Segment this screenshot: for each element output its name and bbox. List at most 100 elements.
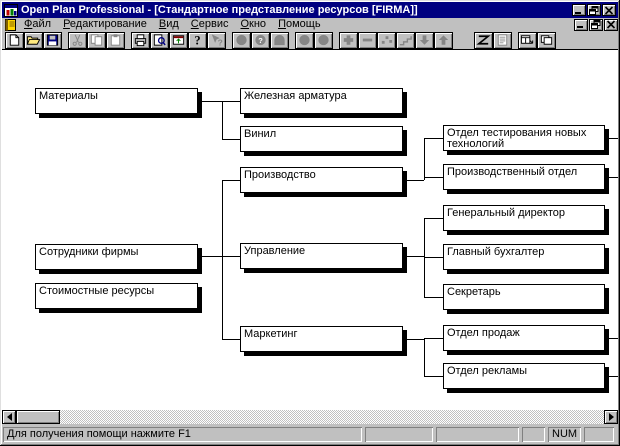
mdi-minimize-button[interactable] [574,18,588,31]
horizontal-scrollbar[interactable] [2,410,618,424]
resource-node-vinyl[interactable]: Винил [240,126,403,152]
menu-file[interactable]: Файл [24,18,52,30]
window-tile-button[interactable] [518,31,537,49]
circle-question-icon: ? [253,33,268,47]
connector-line [222,180,240,181]
menu-window[interactable]: Окно [240,18,267,30]
circle-icon [234,33,249,47]
update-view-button[interactable] [169,31,188,49]
scroll-right-button[interactable] [604,410,618,424]
arrow-down-button[interactable] [415,31,434,49]
save-icon [45,33,60,47]
zigzag-button[interactable] [474,31,493,49]
print-button[interactable] [131,31,150,49]
minimize-button[interactable] [572,4,586,16]
connector-line [403,339,424,340]
menu-help[interactable]: Помощь [278,18,321,30]
circle-button[interactable] [295,31,314,49]
num-lock-indicator: NUM [548,427,581,442]
copy-button[interactable] [87,31,106,49]
arrow-up-icon [436,33,451,47]
connector-line [403,256,424,257]
scroll-left-button[interactable] [2,410,16,424]
zigzag-icon [476,33,491,47]
resource-node-materials[interactable]: Материалы [35,88,198,114]
update-view-icon [171,33,186,47]
mdi-controls [574,18,618,31]
resource-node-accountant[interactable]: Главный бухгалтер [443,244,605,270]
paste-button[interactable] [106,31,125,49]
connector-line [424,376,443,377]
open-button[interactable] [24,31,43,49]
window-controls [572,4,616,16]
notes-button[interactable] [493,31,512,49]
resource-node-cost[interactable]: Стоимостные ресурсы [35,283,198,309]
window-cascade-icon [539,33,554,47]
circle-icon [316,33,331,47]
resource-node-management[interactable]: Управление [240,243,403,269]
scrollbar-thumb[interactable] [16,410,60,424]
save-button[interactable] [43,31,62,49]
close-button[interactable] [602,4,616,16]
connector-line [424,138,443,139]
help-button[interactable]: ? [188,31,207,49]
cut-button[interactable] [68,31,87,49]
connector-line [424,218,443,219]
connector-line [609,338,618,339]
connector-line [222,180,223,339]
menu-view[interactable]: Вид [158,18,179,30]
resource-node-iron[interactable]: Железная арматура [240,88,403,114]
plus-button[interactable] [339,31,358,49]
svg-text:?: ? [218,38,223,47]
circle-button[interactable] [314,31,333,49]
circle-button[interactable] [232,31,251,49]
notes-icon [495,33,510,47]
resource-node-prod-dept[interactable]: Производственный отдел [443,164,605,190]
new-icon [7,33,22,47]
print-preview-icon [152,33,167,47]
connector-line [424,138,425,180]
resource-node-staff[interactable]: Сотрудники фирмы [35,244,198,270]
status-panel-4 [584,427,614,442]
resource-node-marketing[interactable]: Маркетинг [240,326,403,352]
status-panel-2 [436,427,519,442]
connector-line [222,101,223,139]
plus-icon [341,33,356,47]
status-message: Для получения помощи нажмите F1 [3,427,362,442]
print-preview-button[interactable] [150,31,169,49]
status-bar: Для получения помощи нажмите F1 NUM [2,425,618,444]
resource-node-test-dept[interactable]: Отдел тестирования новых технологий [443,125,605,151]
menu-service[interactable]: Сервис [190,18,229,30]
circle-question-button[interactable]: ? [251,31,270,49]
scroll-left-icon [3,413,12,421]
connector-line [609,376,618,377]
window-tile-icon [520,33,535,47]
window-cascade-button[interactable] [537,31,556,49]
arch-icon [272,33,287,47]
resource-node-production[interactable]: Производство [240,167,403,193]
connector-line [198,256,240,257]
context-help-button[interactable]: ? [207,31,226,49]
arrow-up-button[interactable] [434,31,453,49]
arch-button[interactable] [270,31,289,49]
toolbar: ??? [2,31,618,50]
new-button[interactable] [5,31,24,49]
minus-button[interactable] [358,31,377,49]
steps-button[interactable] [396,31,415,49]
resource-node-director[interactable]: Генеральный директор [443,205,605,231]
resource-node-secretary[interactable]: Секретарь [443,284,605,310]
connector-line [424,257,443,258]
resource-node-sales-dept[interactable]: Отдел продаж [443,325,605,351]
svg-text:?: ? [194,34,200,47]
scatter-button[interactable] [377,31,396,49]
mdi-document-icon[interactable] [4,18,18,31]
menu-edit[interactable]: Редактирование [63,18,147,30]
resource-node-ads-dept[interactable]: Отдел рекламы [443,363,605,389]
mdi-close-button[interactable] [604,18,618,31]
restore-button[interactable] [587,4,601,16]
mdi-restore-button[interactable] [589,18,603,31]
menu-items: Файл Редактирование Вид Сервис Окно Помощь [18,18,327,31]
help-icon: ? [190,33,205,47]
connector-line [403,180,424,181]
